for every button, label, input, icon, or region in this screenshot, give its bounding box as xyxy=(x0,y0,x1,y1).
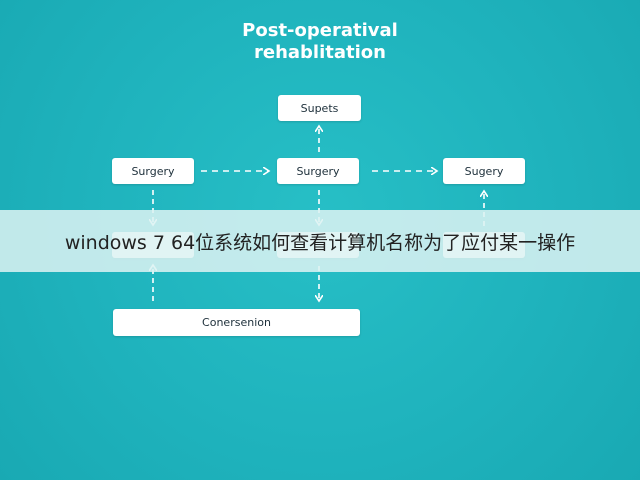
node-top-label: Supets xyxy=(300,101,339,115)
node-bottom: Conersenion xyxy=(113,309,360,336)
node-center: Surgery xyxy=(277,158,359,184)
node-top: Supets xyxy=(278,95,361,121)
node-left: Surgery xyxy=(112,158,194,184)
caption-text: windows 7 64位系统如何查看计算机名称为了应付某一操作 xyxy=(64,231,576,254)
node-left-label: Surgery xyxy=(131,164,175,178)
node-right: Sugery xyxy=(443,158,525,184)
caption-banner: windows 7 64位系统如何查看计算机名称为了应付某一操作 xyxy=(0,210,640,272)
node-center-label: Surgery xyxy=(296,164,340,178)
diagram-title-line-1: Post-operatival xyxy=(242,20,398,41)
node-right-label: Sugery xyxy=(464,164,504,178)
node-bottom-label: Conersenion xyxy=(202,316,271,329)
diagram-title-line-2: rehablitation xyxy=(254,42,386,63)
